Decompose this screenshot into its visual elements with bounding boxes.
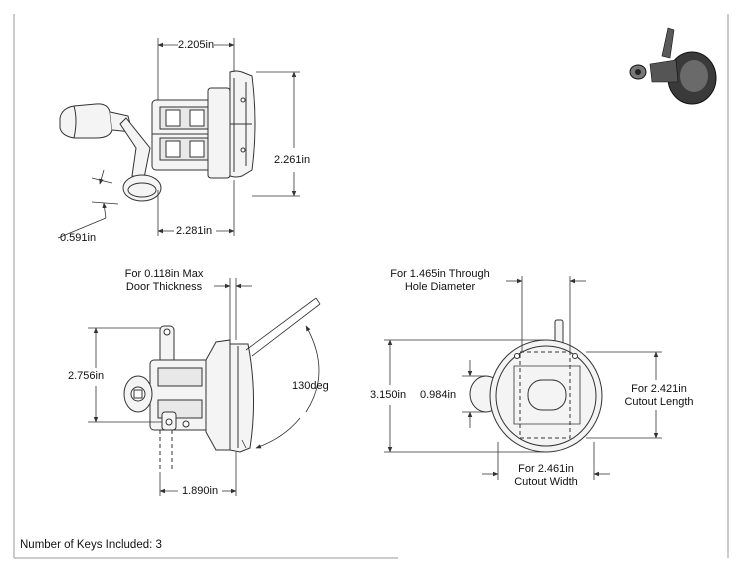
- keys-included-note: Number of Keys Included: 3: [20, 539, 162, 551]
- callout-hole-line1: For 1.465in Through: [390, 268, 490, 280]
- side-view-dimension-lines: [88, 278, 320, 496]
- dim-front-height: 3.150in: [370, 389, 407, 401]
- dim-side-angle: 130deg: [292, 380, 329, 392]
- latch-3d-render-icon: [629, 27, 717, 105]
- callout-door-thickness: For 0.118in Max Door Thickness: [112, 268, 216, 294]
- front-view-dimension-lines: [384, 276, 662, 480]
- callout-cutout-length: For 2.421in Cutout Length: [612, 383, 706, 409]
- dim-top-width: 2.205in: [178, 39, 215, 51]
- side-view: [123, 297, 321, 470]
- callout-door-thickness-line1: For 0.118in Max: [124, 268, 204, 280]
- dim-top-small: 0.591in: [60, 232, 97, 244]
- dim-front-small: 0.984in: [420, 389, 457, 401]
- dim-top-bottom-width: 2.281in: [176, 225, 213, 237]
- dim-side-height: 2.756in: [68, 370, 105, 382]
- callout-cutout-width-line2: Cutout Width: [514, 476, 578, 488]
- dim-top-height: 2.261in: [274, 154, 311, 166]
- callout-hole-diameter: For 1.465in Through Hole Diameter: [380, 268, 500, 294]
- dim-side-width: 1.890in: [182, 485, 219, 497]
- callout-cutout-width: For 2.461in Cutout Width: [498, 463, 594, 489]
- top-view: [59, 70, 256, 202]
- sheet-frame: [13, 14, 729, 559]
- callout-hole-line2: Hole Diameter: [404, 281, 476, 293]
- callout-cutout-width-line1: For 2.461in: [518, 463, 574, 475]
- top-view-dimension-lines: [57, 38, 300, 239]
- callout-door-thickness-line2: Door Thickness: [125, 281, 203, 293]
- callout-cutout-length-line2: Cutout Length: [624, 396, 694, 408]
- callout-cutout-length-line1: For 2.421in: [631, 383, 687, 395]
- front-view: [469, 319, 603, 453]
